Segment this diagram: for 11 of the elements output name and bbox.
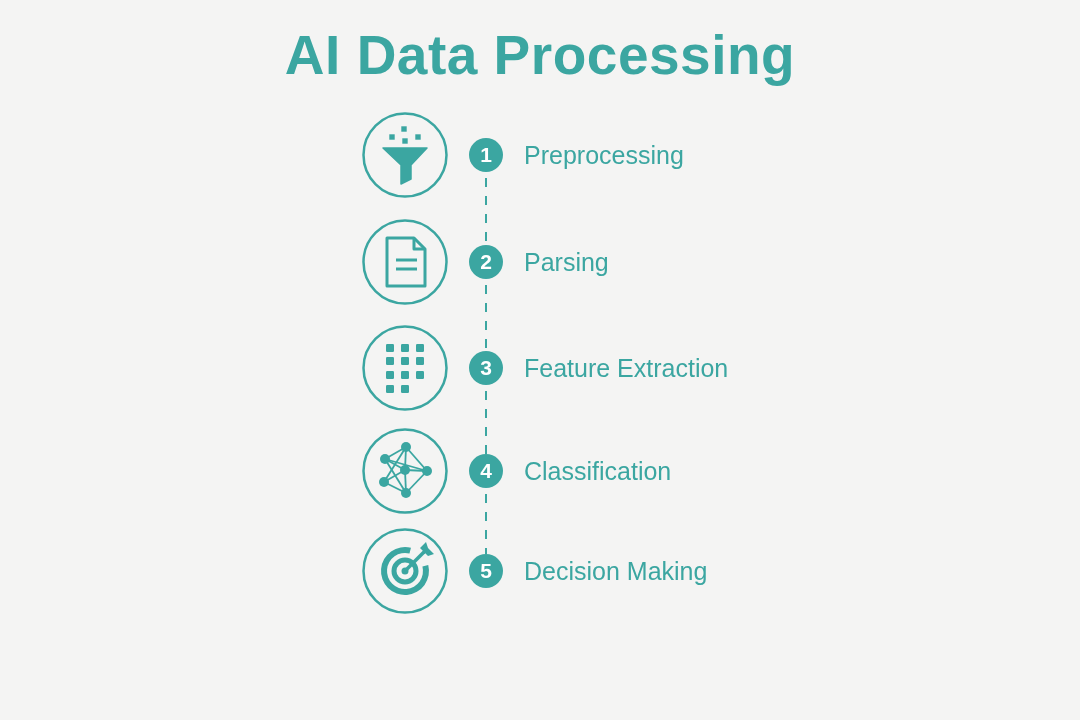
step-label: Preprocessing	[524, 140, 684, 170]
step-label: Parsing	[524, 247, 609, 277]
title: AI Data Processing	[284, 23, 796, 88]
step-label: Decision Making	[524, 556, 708, 586]
step-number-circle: 3	[469, 351, 503, 385]
step-number-circle: 4	[469, 454, 503, 488]
step-number-circle: 5	[469, 554, 503, 588]
step-number-circle: 2	[469, 245, 503, 279]
step-label: Classification	[524, 456, 672, 486]
step-number-circle: 1	[469, 138, 503, 172]
step-label: Feature Extraction	[524, 353, 729, 383]
